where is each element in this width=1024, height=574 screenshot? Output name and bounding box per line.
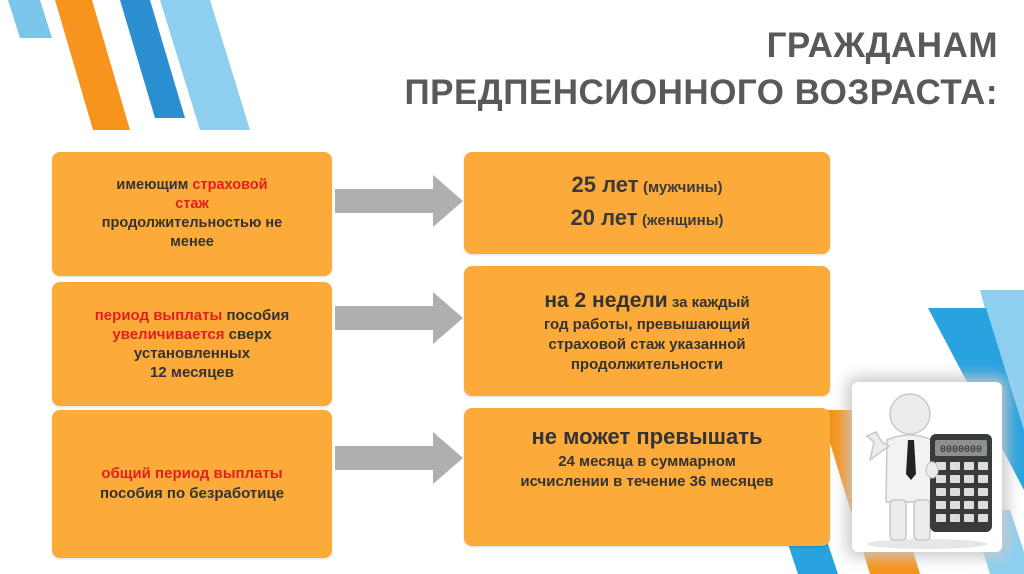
arrow-right-icon [335, 432, 463, 484]
right-box-1-small-1: (мужчины) [642, 179, 723, 196]
left-box-1-line-3: продолжительностью не [101, 215, 283, 231]
right-box-2-line-1: на 2 недели за каждый [544, 287, 749, 315]
left-box-2-after-2: сверх [224, 326, 272, 343]
right-box-1-big-1: 25 лет [571, 172, 639, 197]
right-box-1-line-1: 25 лет (мужчины) [572, 170, 723, 203]
right-box-2-line-2: год работы, превышающий [543, 316, 751, 333]
title-line-1: ГРАЖДАНАМ [766, 26, 998, 65]
right-box-1-big-2: 20 лет [570, 205, 638, 230]
left-box-2-after: пособия [222, 307, 290, 324]
illustration-frame: 0000000 [852, 382, 1002, 552]
right-box-two-weeks: на 2 недели за каждый год работы, превыш… [464, 266, 830, 396]
right-box-2-small: за каждый [671, 294, 750, 311]
arrow-right-icon [335, 175, 463, 227]
decorative-stripes-top-left [8, 0, 250, 130]
left-box-2-line-3: установленных [133, 345, 251, 362]
left-box-1-highlight: страховой [192, 177, 268, 193]
right-box-1-small-2: (женщины) [641, 212, 724, 229]
right-box-3-big: не может превышать [531, 424, 763, 449]
left-box-1-line-4: менее [170, 234, 214, 250]
left-box-1-line-1: имеющим страховой [116, 176, 267, 195]
right-box-2-line-3: страховой стаж указанной [548, 336, 746, 353]
left-box-2-highlight: период выплаты [94, 307, 223, 324]
right-box-2-line-4: продолжительности [570, 356, 724, 373]
left-box-3-highlight: общий период выплаты [101, 465, 283, 482]
title-line-2: ПРЕДПЕНСИОННОГО ВОЗРАСТА: [404, 73, 998, 112]
right-box-3-line-2: 24 месяца в суммарном [558, 453, 736, 470]
right-box-1-line-2: 20 лет (женщины) [570, 203, 723, 236]
left-box-1-highlight-2: стаж [175, 196, 209, 212]
arrow-right-icon [335, 292, 463, 344]
right-box-2-big: на 2 недели [544, 289, 668, 312]
businessman-with-calculator-icon: 0000000 [865, 393, 992, 549]
left-box-2-line-4: 12 месяцев [150, 364, 234, 381]
right-box-years: 25 лет (мужчины) 20 лет (женщины) [464, 152, 830, 254]
left-box-3-line-2: пособия по безработице [99, 485, 285, 502]
right-box-max-limit: не может превышать 24 месяца в суммарном… [464, 408, 830, 546]
left-box-insurance-experience: имеющим страховой стаж продолжительность… [52, 152, 332, 276]
left-box-2-highlight-2: увеличивается [112, 326, 225, 343]
left-box-2-line-1: период выплаты пособия [95, 306, 290, 325]
left-box-total-period: общий период выплаты пособия по безработ… [52, 410, 332, 558]
calculator-display: 0000000 [940, 445, 982, 456]
page-title: ГРАЖДАНАМ ПРЕДПЕНСИОННОГО ВОЗРАСТА: [404, 22, 998, 116]
left-box-2-line-2: увеличивается сверх [112, 325, 271, 344]
left-box-payment-period: период выплаты пособия увеличивается све… [52, 282, 332, 406]
left-box-1-prefix: имеющим [116, 177, 193, 193]
right-box-3-line-3: исчислении в течение 36 месяцев [520, 473, 774, 490]
